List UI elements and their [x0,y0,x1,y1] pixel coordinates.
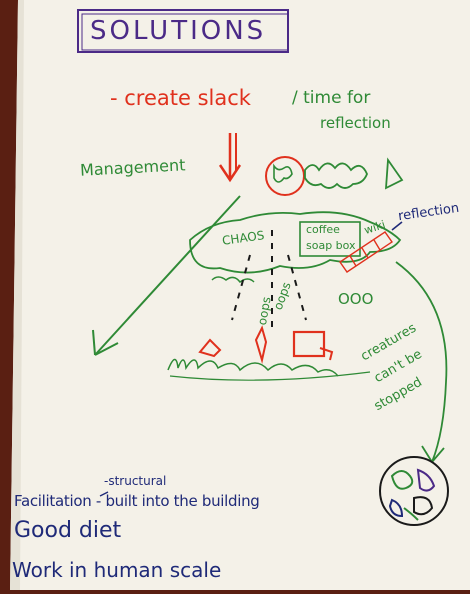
ooo-text: OOO [338,290,374,308]
time-for-text: / time for [292,88,371,108]
chaos-cloud [189,211,402,274]
soap-box-text: soap box [306,239,356,252]
brick-wall [339,231,393,273]
reflection-text: reflection [320,114,391,132]
coffee-box [299,221,361,257]
globe-scribbles [388,468,436,521]
coffee-text: coffee [306,223,340,236]
create-slack-text: - create slack [110,86,251,110]
chaos-cloud-bottom [211,276,255,284]
red-creature-1 [198,338,222,358]
good-diet-text: Good diet [14,518,122,543]
paper-sheet [10,0,470,590]
green-scribble-cloud [304,162,368,189]
dashed-lines [231,230,307,330]
grass-line [167,358,339,377]
ground-line [169,371,371,381]
green-curved-arrow [395,261,448,463]
green-b-shape [384,157,404,190]
structural-text: -structural [104,474,167,488]
scribble-inside-circle [273,163,293,183]
green-diagonal-arrow [92,195,241,356]
paper-shadow [10,0,24,590]
facilitation-text: Facilitation - built into the building [14,492,260,510]
title-box-inner [81,13,289,51]
globe [379,456,449,526]
red-creature-2 [254,325,268,364]
reflection-pointer [391,221,403,231]
red-creature-3 [292,330,326,358]
structural-dash [99,491,109,497]
page-title: SOLUTIONS [90,16,267,46]
red-circle [265,156,305,196]
red-creature-3-tail [319,347,334,361]
work-scale-text: Work in human scale [12,558,222,582]
